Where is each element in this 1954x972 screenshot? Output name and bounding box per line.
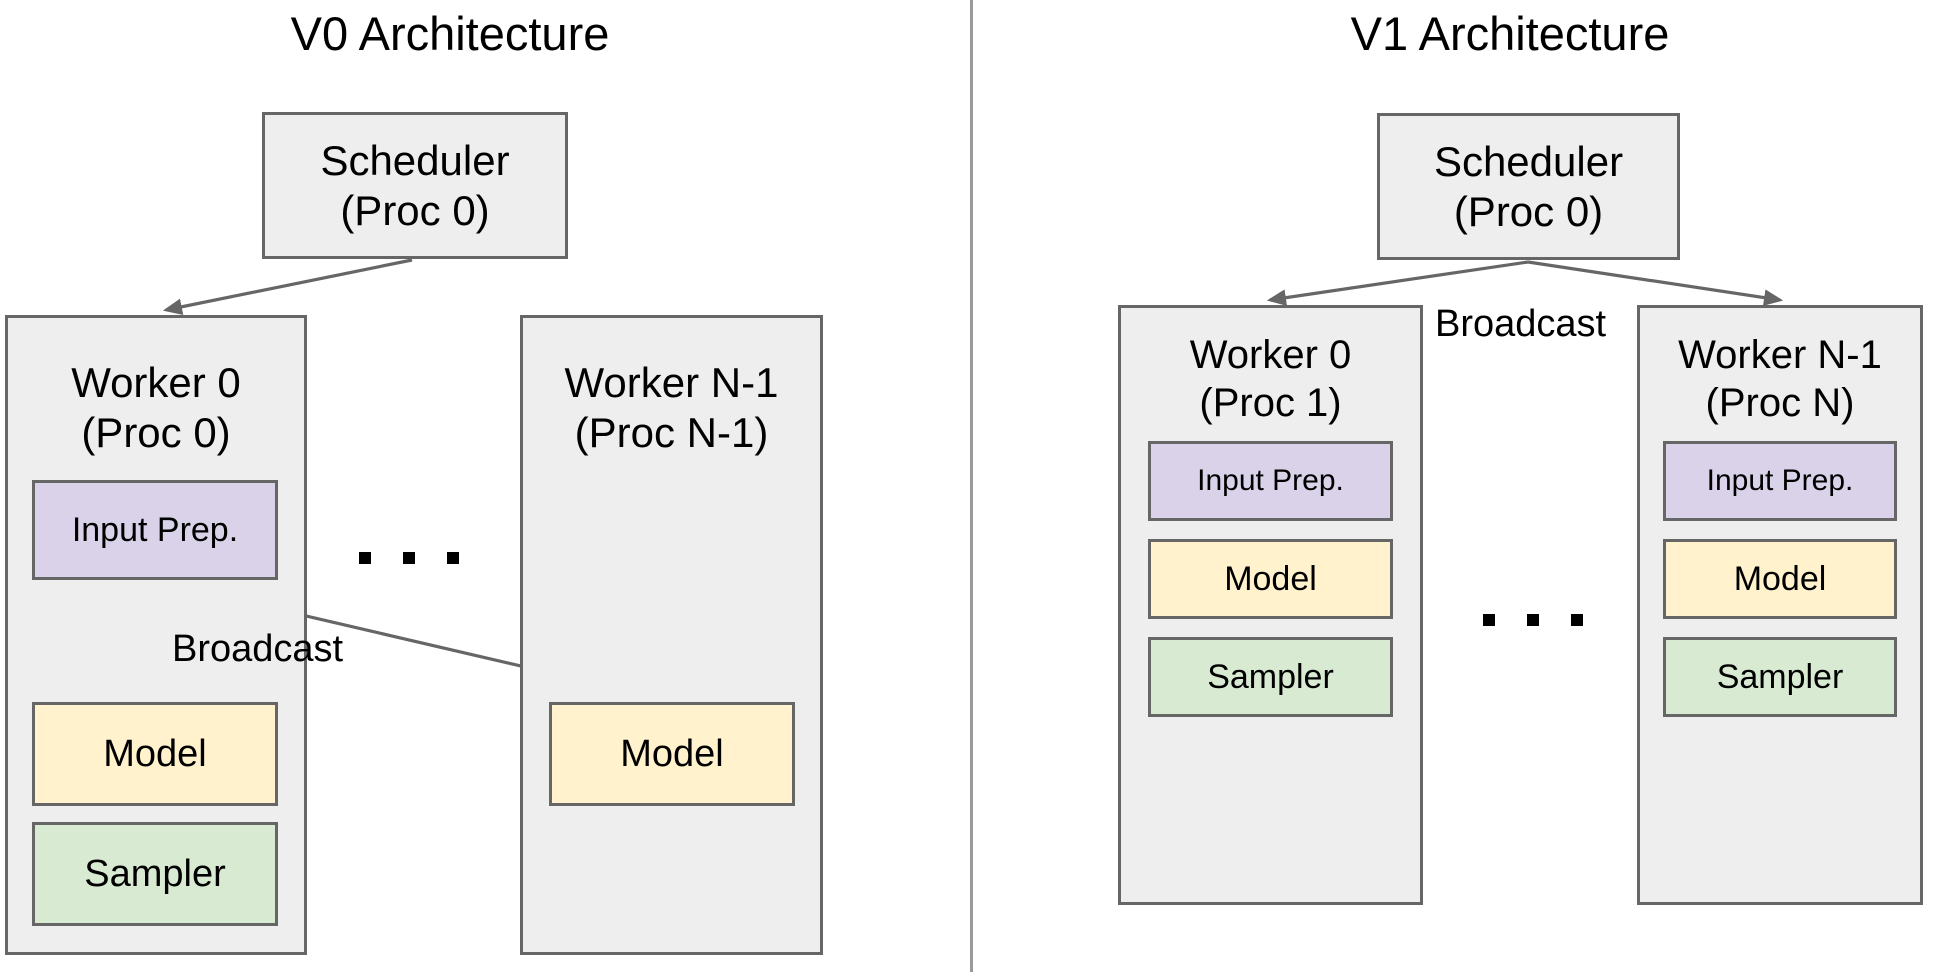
v1-worker-0-input-prep-label: Input Prep. [1197, 464, 1344, 497]
v0-worker-0-model[interactable]: Model [32, 702, 278, 806]
v0-scheduler-label: Scheduler (Proc 0) [320, 136, 510, 234]
v1-worker-n-sampler[interactable]: Sampler [1663, 637, 1897, 717]
v0-broadcast-label: Broadcast [172, 628, 344, 670]
v0-worker-0-sampler-label: Sampler [84, 852, 226, 895]
v1-worker-0-sampler-label: Sampler [1207, 657, 1334, 696]
v1-broadcast-label: Broadcast [1435, 303, 1607, 345]
v1-worker-n-model-label: Model [1733, 559, 1827, 598]
arrow-scheduler-to-worker0-v1 [1266, 260, 1529, 306]
panel-divider [970, 0, 973, 972]
v0-worker-n-container[interactable]: Worker N-1 (Proc N-1) [520, 315, 823, 955]
arrow-scheduler-to-workern-v1 [1527, 260, 1784, 306]
v1-ellipsis [1483, 614, 1583, 626]
v1-scheduler-label: Scheduler (Proc 0) [1433, 137, 1624, 235]
v0-worker-n-title: Worker N-1 (Proc N-1) [564, 359, 779, 457]
v1-worker-0-input-prep[interactable]: Input Prep. [1148, 441, 1393, 521]
v0-worker-0-input-prep[interactable]: Input Prep. [32, 480, 278, 580]
v1-worker-n-title: Worker N-1 (Proc N) [1678, 333, 1882, 425]
v0-ellipsis-dot-1 [359, 552, 371, 564]
v0-worker-n-model-label: Model [620, 732, 724, 775]
v1-ellipsis-dot-1 [1483, 614, 1495, 626]
v1-ellipsis-dot-2 [1527, 614, 1539, 626]
v0-worker-0-sampler[interactable]: Sampler [32, 822, 278, 926]
v1-worker-n-input-prep[interactable]: Input Prep. [1663, 441, 1897, 521]
v1-ellipsis-dot-3 [1571, 614, 1583, 626]
panel-title-v1: V1 Architecture [1350, 7, 1670, 60]
v1-worker-0-model[interactable]: Model [1148, 539, 1393, 619]
v0-scheduler-node[interactable]: Scheduler (Proc 0) [262, 112, 568, 259]
v1-worker-n-model[interactable]: Model [1663, 539, 1897, 619]
panel-title-v0: V0 Architecture [290, 7, 610, 60]
v0-ellipsis-dot-3 [447, 552, 459, 564]
v0-worker-0-title: Worker 0 (Proc 0) [71, 359, 241, 457]
arrow-scheduler-to-worker0 [162, 258, 413, 315]
v1-worker-n-sampler-label: Sampler [1716, 657, 1844, 696]
v1-scheduler-node[interactable]: Scheduler (Proc 0) [1377, 113, 1680, 260]
v1-worker-0-title: Worker 0 (Proc 1) [1189, 333, 1352, 425]
v0-worker-0-input-prep-label: Input Prep. [71, 510, 239, 549]
v1-worker-0-sampler[interactable]: Sampler [1148, 637, 1393, 717]
v0-worker-0-model-label: Model [103, 732, 207, 775]
v0-ellipsis [359, 552, 459, 564]
v0-ellipsis-dot-2 [403, 552, 415, 564]
v1-worker-0-model-label: Model [1224, 559, 1317, 598]
v1-worker-n-input-prep-label: Input Prep. [1706, 464, 1854, 497]
v0-worker-n-model[interactable]: Model [549, 702, 795, 806]
